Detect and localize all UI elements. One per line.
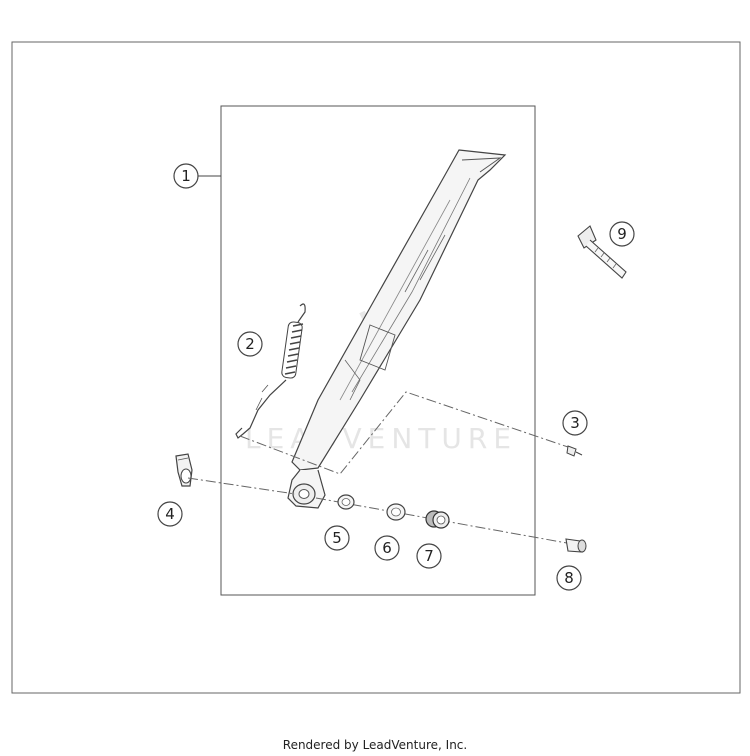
assembly-box (220, 105, 536, 596)
callout-3[interactable]: 3 (562, 410, 588, 436)
spring-part[interactable] (235, 303, 306, 439)
bolt-part-9[interactable] (577, 225, 627, 279)
watermark-text: LEADVENTURE (245, 422, 517, 455)
side-stand-part[interactable] (287, 149, 507, 509)
callout-9[interactable]: 9 (609, 221, 635, 247)
callout-number: 7 (424, 547, 434, 565)
callout-8[interactable]: 8 (556, 565, 582, 591)
callout-number: 3 (570, 414, 580, 432)
callout-number: 8 (564, 569, 574, 587)
callout-number: 5 (332, 529, 342, 547)
washer-part-5[interactable] (337, 494, 355, 510)
footer-credit: Rendered by LeadVenture, Inc. (282, 738, 468, 752)
callout-4[interactable]: 4 (157, 501, 183, 527)
assembly-line-spring (239, 391, 569, 475)
callout-number: 6 (382, 539, 392, 557)
outer-frame (11, 41, 741, 694)
callout-6[interactable]: 6 (374, 535, 400, 561)
callout-number: 9 (617, 225, 627, 243)
bolt-part-8[interactable] (565, 538, 587, 553)
assembly-line-axis (187, 477, 579, 546)
washer-part-6[interactable] (386, 503, 406, 521)
bushing-part-7[interactable] (425, 510, 450, 529)
callout-number: 1 (181, 167, 191, 185)
callout-1[interactable]: 1 (173, 163, 221, 189)
callout-7[interactable]: 7 (416, 543, 442, 569)
callout-5[interactable]: 5 (324, 525, 350, 551)
screw-part-3[interactable] (566, 445, 583, 457)
callout-2[interactable]: 2 (237, 331, 263, 357)
bracket-part-4[interactable] (175, 453, 193, 487)
callout-number: 4 (165, 505, 175, 523)
callout-number: 2 (245, 335, 255, 353)
